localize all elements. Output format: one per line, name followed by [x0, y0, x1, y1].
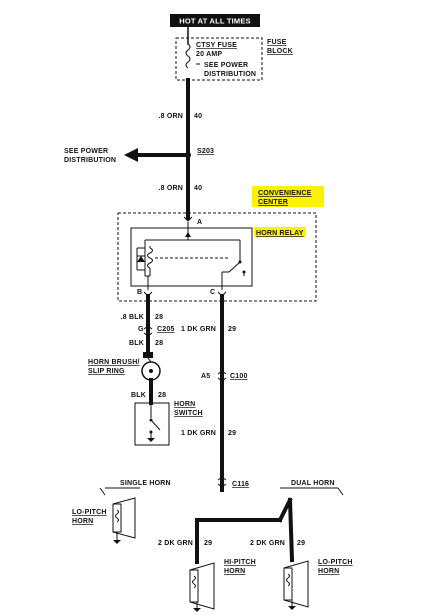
- c205-connector-lower-icon: [143, 332, 153, 337]
- lo-pitch-horn-right-coil: [286, 573, 290, 587]
- c100-connector-icon: [217, 370, 227, 375]
- hot-at-all-times-label: HOT AT ALL TIMES: [179, 17, 251, 26]
- relay-coil-icon: [147, 247, 153, 269]
- lo-pitch-right-line1: LO-PITCH: [318, 559, 353, 566]
- dkgrn-wire-gauge-1: 1 DK GRN: [181, 326, 216, 333]
- dkgrn-wire-gauge-2: 1 DK GRN: [181, 430, 216, 437]
- horn-switch-arm: [150, 419, 161, 431]
- lo-pitch-right-line2: HORN: [318, 568, 339, 575]
- horn-brush-block: [143, 352, 153, 358]
- orn-wire-circuit-mid: 40: [194, 185, 202, 192]
- convenience-center-line1: CONVENIENCE: [258, 190, 312, 197]
- power-dist-line2: DISTRIBUTION: [64, 157, 116, 164]
- c205-connector-icon: [143, 325, 153, 330]
- lo-wire-gauge: 2 DK GRN: [250, 540, 285, 547]
- ground-icon: [147, 438, 155, 442]
- convenience-center-highlight: [252, 186, 324, 207]
- orn-wire-gauge-top: .8 ORN: [158, 113, 183, 120]
- c116-connector-icon: [217, 476, 227, 481]
- c100-connector-lower-icon: [217, 377, 227, 382]
- terminal-b-label: B: [137, 289, 142, 296]
- hi-pitch-horn-body: [189, 569, 199, 603]
- dkgrn-wire-circuit-2: 29: [228, 430, 236, 437]
- fuse-block-label-line1: FUSE: [267, 39, 287, 46]
- horn-relay-box: [130, 227, 253, 287]
- c100-pin: A5: [201, 373, 210, 380]
- hi-wire-gauge: 2 DK GRN: [158, 540, 193, 547]
- relay-contact-arm: [228, 261, 241, 273]
- relay-diode-icon: [137, 256, 145, 262]
- terminal-c-label: C: [210, 289, 215, 296]
- horn-switch-box: [134, 402, 170, 446]
- fuse-note-line2: DISTRIBUTION: [204, 71, 256, 78]
- relay-feed-arrow-icon: [185, 232, 191, 237]
- single-horn-divider-tick: [99, 487, 106, 496]
- hi-pitch-line2: HORN: [224, 568, 245, 575]
- horn-switch-line1: HORN: [174, 401, 195, 408]
- single-horn-label: SINGLE HORN: [120, 480, 171, 487]
- dual-horn-label: DUAL HORN: [291, 480, 335, 487]
- fuse-element-icon: [185, 43, 191, 69]
- horn-brush-line1: HORN BRUSH/: [88, 359, 140, 366]
- hi-pitch-horn-coil: [192, 575, 196, 589]
- lo-pitch-horn-left-coil: [115, 509, 119, 523]
- hot-at-all-times-box: [170, 14, 260, 27]
- c116-label: C116: [232, 481, 249, 488]
- horn-relay-highlight: [254, 227, 306, 237]
- orn-wire-gauge-mid: .8 ORN: [158, 185, 183, 192]
- blk-wire-gauge: .8 BLK: [121, 314, 144, 321]
- lo-pitch-right-wire: [287, 497, 295, 563]
- terminal-a-label: A: [197, 219, 202, 226]
- brush-contact-line: [147, 357, 152, 363]
- hi-wire-circuit: 29: [204, 540, 212, 547]
- splice-s203-label: S203: [197, 148, 214, 155]
- orn-wire-circuit-top: 40: [194, 113, 202, 120]
- convenience-center-outline: [117, 212, 317, 302]
- slip-ring-center: [149, 369, 153, 373]
- convenience-center-line2: CENTER: [258, 199, 288, 206]
- fuse-name: CTSY FUSE: [196, 42, 237, 49]
- blk-wire-circuit: 28: [155, 314, 163, 321]
- lo-pitch-left-line1: LO-PITCH: [72, 509, 107, 516]
- fuse-rating: 20 AMP: [196, 51, 222, 58]
- dual-horn-divider-tick: [337, 487, 344, 496]
- power-dist-line1: SEE POWER: [64, 148, 108, 155]
- blk-wire-circuit-3: 28: [158, 392, 166, 399]
- blk-wire-circuit-2: 28: [155, 340, 163, 347]
- horn-switch-line2: SWITCH: [174, 410, 203, 417]
- hi-pitch-ground-icon: [193, 608, 201, 612]
- fuse-block-label-line2: BLOCK: [267, 48, 293, 55]
- horn-brush-line2: SLIP RING: [88, 368, 125, 375]
- blk-wire-gauge-3: BLK: [131, 392, 146, 399]
- horn-relay-label: HORN RELAY: [256, 230, 304, 237]
- lo-pitch-left-line2: HORN: [72, 518, 93, 525]
- dkgrn-wire-circuit-1: 29: [228, 326, 236, 333]
- blk-wire-gauge-2: BLK: [129, 340, 144, 347]
- lo-pitch-left-ground-icon: [113, 540, 121, 544]
- relay-contact-pivot: [238, 260, 242, 264]
- c100-label: C100: [230, 373, 248, 380]
- lo-pitch-right-ground-icon: [288, 606, 296, 610]
- power-distribution-arrow-icon: [124, 148, 138, 162]
- lo-wire-circuit: 29: [297, 540, 305, 547]
- lo-pitch-horn-right-body: [283, 567, 293, 601]
- terminal-a-connector-icon: [183, 216, 193, 222]
- fuse-note-line1: SEE POWER: [204, 62, 248, 69]
- hi-pitch-line1: HI-PITCH: [224, 559, 256, 566]
- c205-pin: G: [138, 326, 144, 333]
- fuse-block-outline: [175, 37, 263, 81]
- c205-label: C205: [157, 326, 175, 333]
